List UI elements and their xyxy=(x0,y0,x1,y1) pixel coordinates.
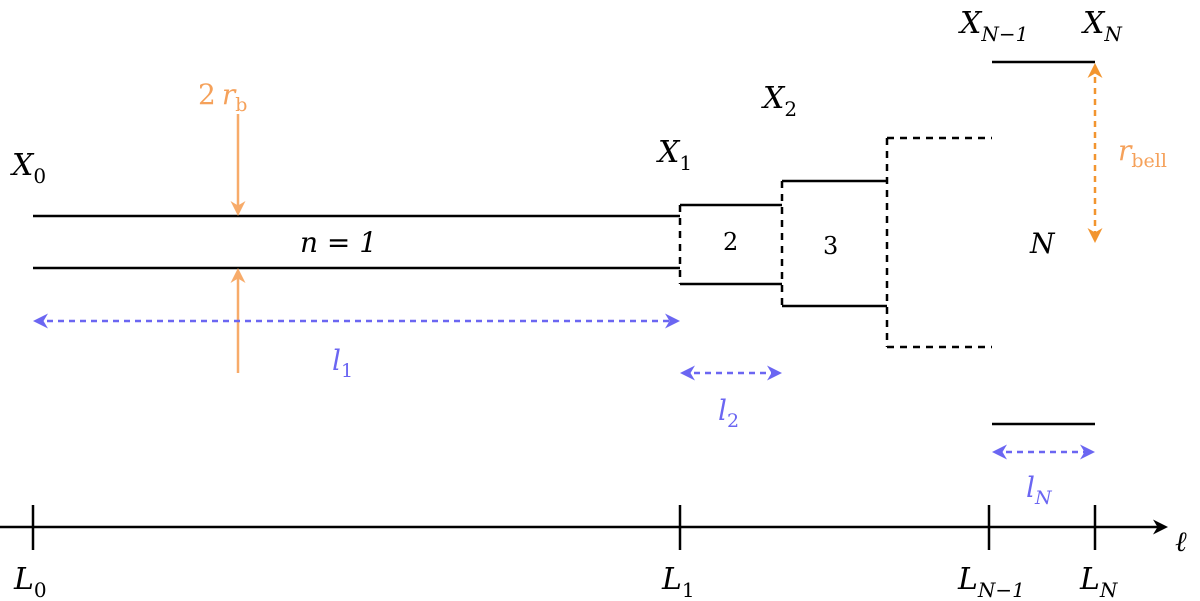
label-x2: X2 xyxy=(761,81,797,121)
label-l1: l1 xyxy=(332,344,353,382)
label-l2: l2 xyxy=(718,394,739,432)
label-ln: lN xyxy=(1026,471,1053,509)
label-xn: XN xyxy=(1081,6,1123,46)
label-L0: L0 xyxy=(13,562,47,601)
segment-3-outline xyxy=(780,179,887,308)
label-axis-ell: ℓ xyxy=(1175,525,1187,558)
label-x0: X0 xyxy=(10,148,46,188)
segment-1-outline xyxy=(33,214,680,270)
label-segment-1: n = 1 xyxy=(300,226,377,259)
label-x1: X1 xyxy=(656,135,692,175)
label-segment-2: 2 xyxy=(723,228,738,256)
label-LN-1: LN−1 xyxy=(957,562,1025,601)
label-segment-n: N xyxy=(1029,227,1056,260)
label-LN: LN xyxy=(1079,562,1119,601)
label-rbell: rbell xyxy=(1118,134,1167,172)
label-xn-1: XN−1 xyxy=(958,6,1028,46)
label-segment-3: 3 xyxy=(823,232,838,260)
continuation-dashed xyxy=(885,136,992,349)
label-L1: L1 xyxy=(661,562,695,601)
segment-2-outline xyxy=(678,203,782,286)
